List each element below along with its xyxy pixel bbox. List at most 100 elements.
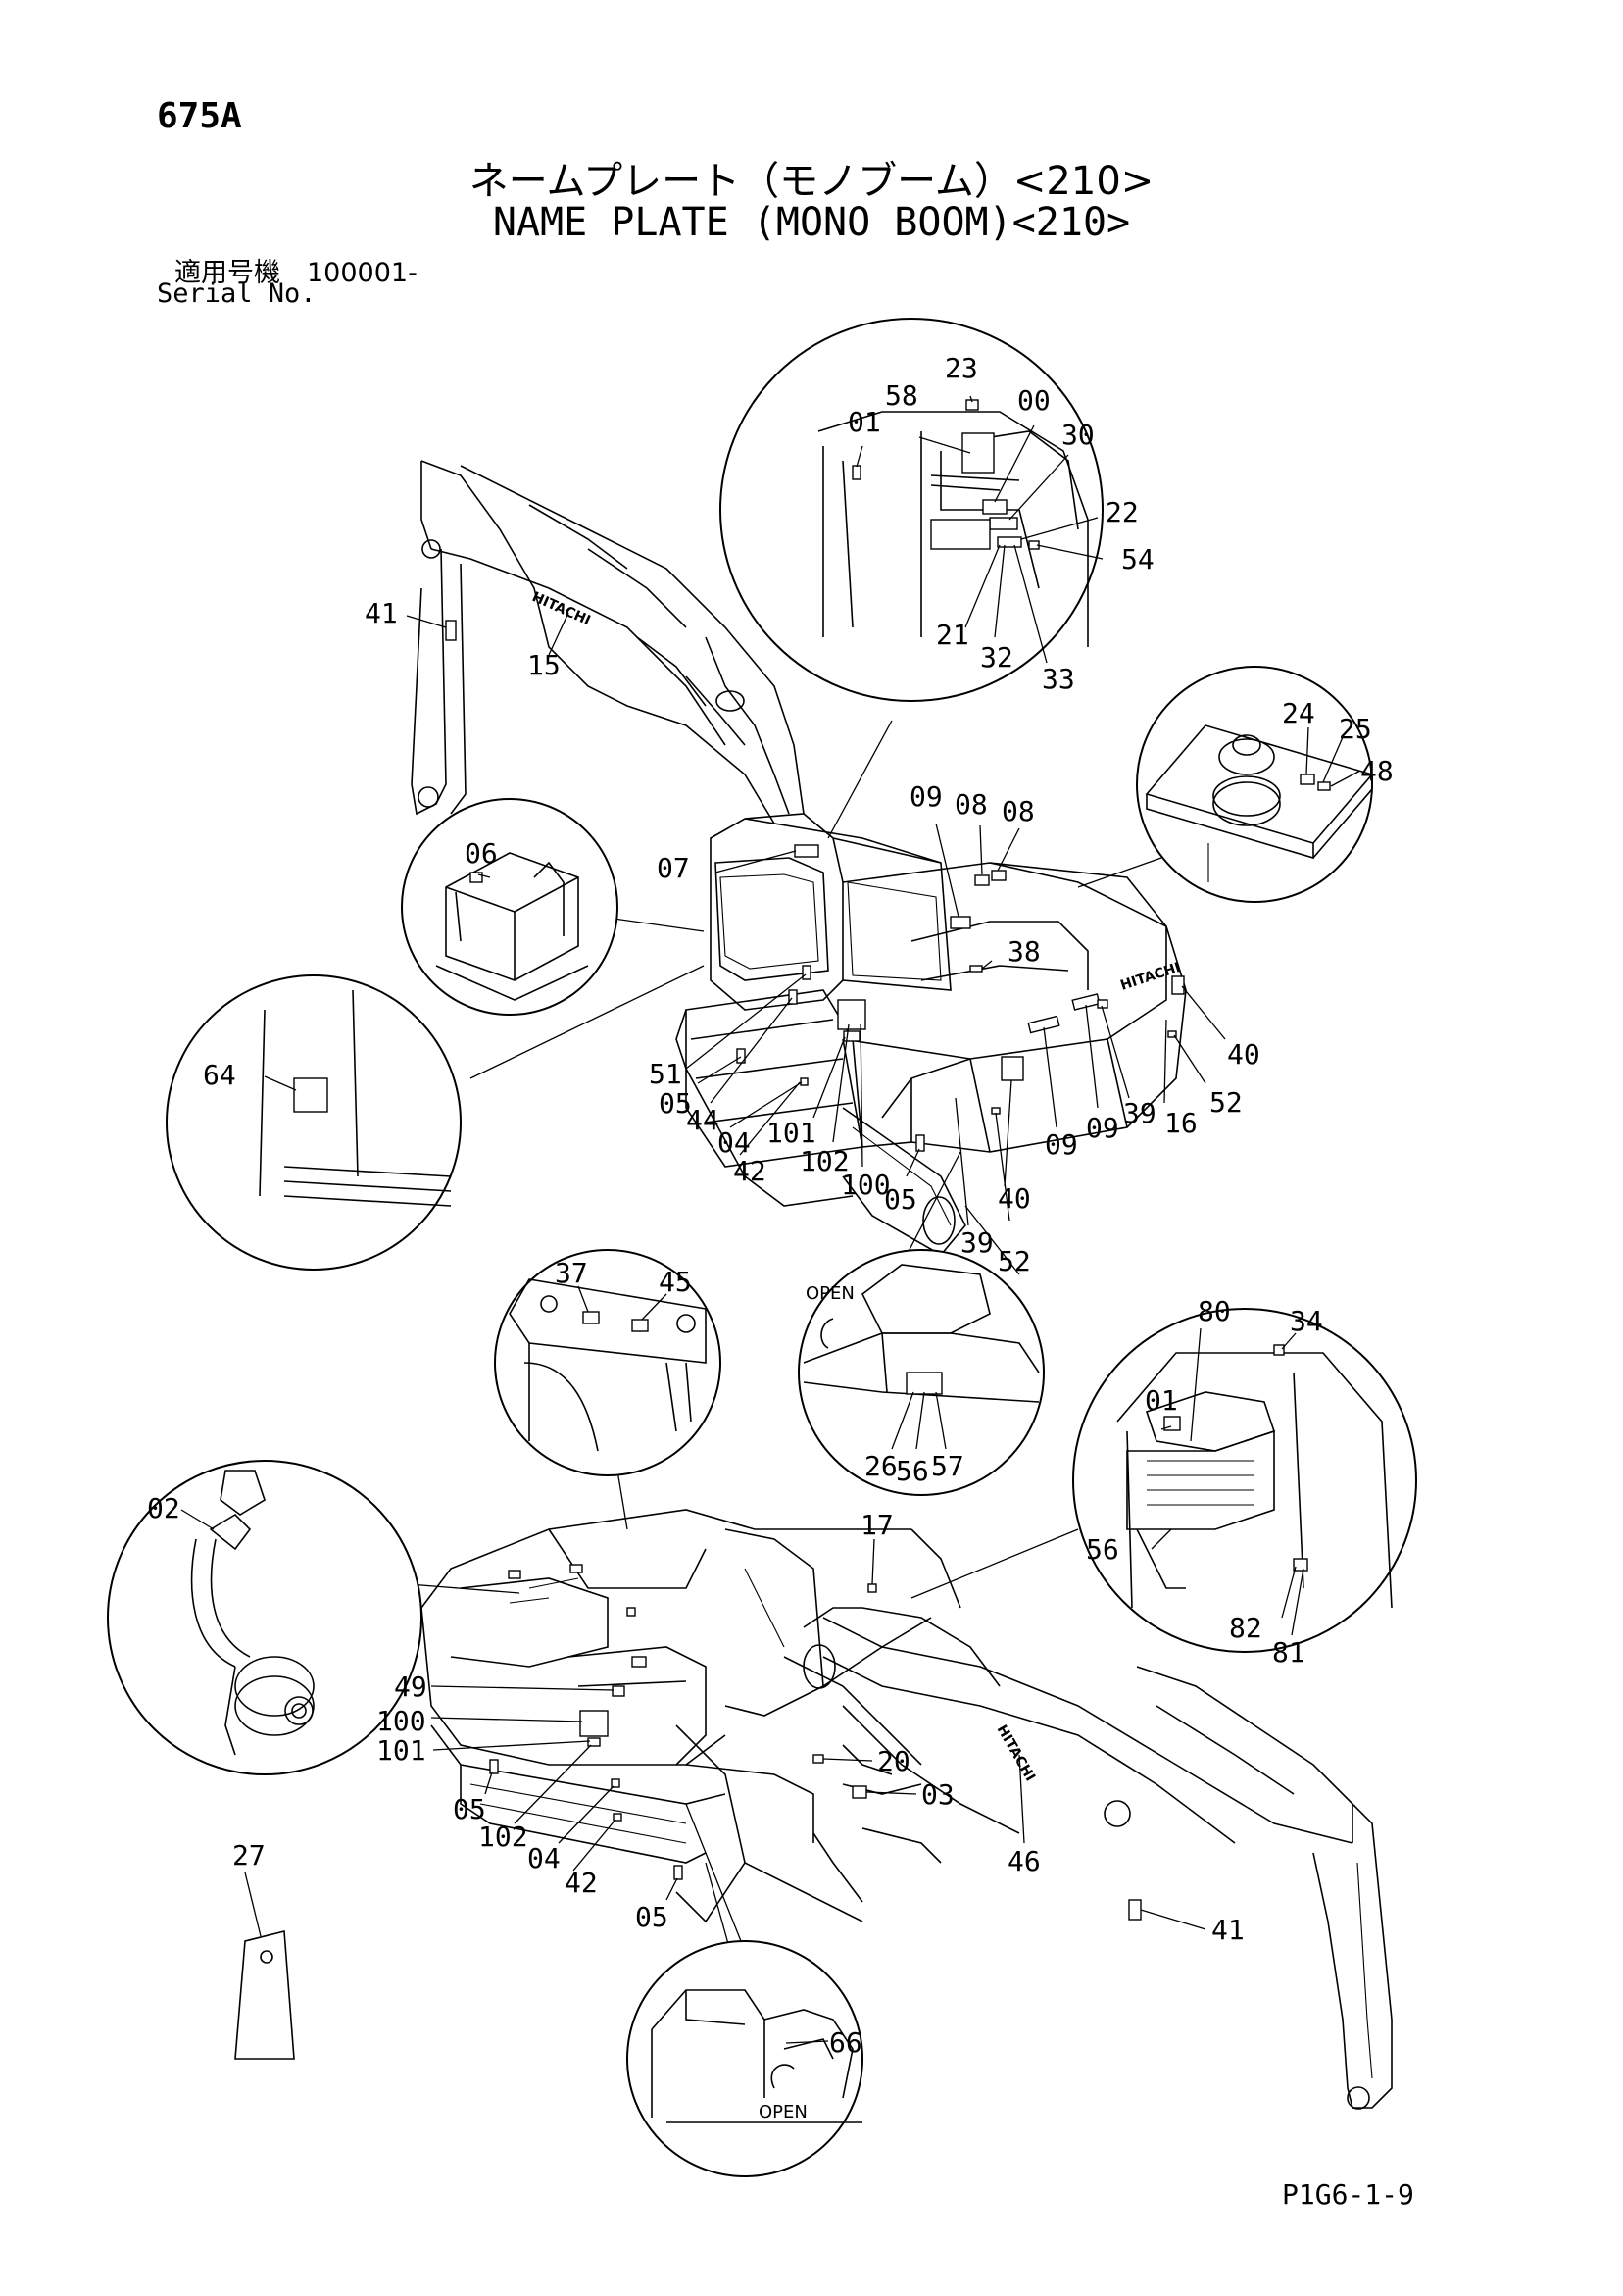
callout-41-lower: 41 bbox=[1211, 1914, 1245, 1946]
plate-20 bbox=[812, 1754, 824, 1764]
callout-23: 23 bbox=[945, 352, 978, 384]
plate-30 bbox=[989, 517, 1018, 530]
callout-01-seat: 01 bbox=[1145, 1384, 1178, 1417]
plate-00 bbox=[982, 499, 1008, 515]
callout-56-latch: 56 bbox=[896, 1455, 929, 1487]
callout-64: 64 bbox=[203, 1059, 236, 1091]
callout-32: 32 bbox=[980, 641, 1013, 674]
callout-06: 06 bbox=[465, 837, 498, 870]
plate-26-57 bbox=[906, 1372, 943, 1395]
callout-26: 26 bbox=[864, 1450, 898, 1482]
plate-49 bbox=[612, 1685, 625, 1697]
callout-04-lower: 04 bbox=[527, 1842, 561, 1874]
callout-49: 49 bbox=[394, 1671, 427, 1703]
plate-41-upper bbox=[445, 620, 457, 641]
plate-lower-top-b bbox=[569, 1564, 583, 1573]
callout-08-b: 08 bbox=[1002, 795, 1035, 827]
plate-52-upper bbox=[1167, 1030, 1177, 1038]
callout-101-upper: 101 bbox=[766, 1117, 816, 1149]
callout-33: 33 bbox=[1042, 663, 1075, 695]
detail-cab-interior bbox=[719, 318, 1104, 839]
plate-44 bbox=[788, 989, 798, 1005]
callout-52-upper: 52 bbox=[1209, 1086, 1243, 1119]
serial-label-english: Serial No. bbox=[157, 278, 317, 309]
plate-45 bbox=[631, 1319, 649, 1332]
callout-42-upper: 42 bbox=[733, 1155, 766, 1187]
monitor-panel bbox=[930, 519, 991, 550]
plate-24 bbox=[1300, 774, 1315, 785]
callout-03: 03 bbox=[921, 1778, 955, 1811]
open-label-hood: OPEN bbox=[759, 2102, 808, 2122]
plate-04-lower bbox=[611, 1778, 620, 1788]
callout-38: 38 bbox=[1008, 935, 1041, 968]
detail-air-cleaner bbox=[107, 1460, 520, 1775]
plate-41-lower bbox=[1128, 1899, 1142, 1921]
plate-38 bbox=[969, 965, 983, 973]
plate-05-lower-a bbox=[489, 1759, 499, 1774]
detail-cab-seat bbox=[910, 1308, 1417, 1653]
callout-16: 16 bbox=[1164, 1107, 1198, 1139]
leader-lines bbox=[180, 395, 1361, 2044]
plate-lower-top-d bbox=[631, 1656, 647, 1668]
callout-05-upper: 05 bbox=[659, 1087, 692, 1120]
callout-58: 58 bbox=[885, 379, 918, 412]
plate-42-upper bbox=[800, 1077, 809, 1086]
callout-22: 22 bbox=[1106, 496, 1139, 528]
callout-101-lower: 101 bbox=[376, 1734, 426, 1767]
callout-51: 51 bbox=[649, 1058, 682, 1090]
callout-82: 82 bbox=[1229, 1612, 1262, 1644]
callout-102-upper: 102 bbox=[800, 1145, 850, 1177]
callout-05-lower-b: 05 bbox=[635, 1901, 668, 1933]
callout-39-lower: 39 bbox=[960, 1226, 994, 1259]
callout-57: 57 bbox=[931, 1450, 964, 1482]
callout-66: 66 bbox=[829, 2026, 862, 2059]
plate-09-side-b bbox=[1071, 993, 1101, 1011]
plate-08a bbox=[974, 874, 990, 886]
callout-80: 80 bbox=[1198, 1295, 1231, 1327]
callout-09-cab: 09 bbox=[910, 780, 943, 813]
plate-07 bbox=[794, 844, 819, 858]
plate-21-32 bbox=[997, 536, 1022, 548]
callout-45: 45 bbox=[659, 1266, 692, 1298]
callout-37: 37 bbox=[555, 1257, 588, 1289]
callout-numbers: 58 23 00 01 30 22 54 21 32 33 41 15 24 2… bbox=[147, 352, 1394, 2059]
plate-25-48 bbox=[1317, 781, 1331, 791]
callout-04-upper: 04 bbox=[717, 1126, 751, 1159]
detail-fuse-box bbox=[494, 1249, 721, 1530]
callout-52-lower: 52 bbox=[998, 1245, 1031, 1277]
callout-02: 02 bbox=[147, 1492, 180, 1524]
page-title-japanese: ネームプレート（モノブーム）<210> bbox=[468, 159, 1155, 204]
callout-44: 44 bbox=[686, 1104, 719, 1136]
plate-101-lower bbox=[587, 1737, 601, 1747]
callout-07: 07 bbox=[657, 852, 690, 884]
plate-34 bbox=[1273, 1344, 1285, 1356]
plate-40-upper bbox=[1171, 975, 1185, 995]
detail-engine-hood bbox=[626, 1803, 863, 2177]
plate-lower-top-a bbox=[508, 1570, 521, 1579]
plate-17 bbox=[867, 1583, 877, 1593]
callout-81: 81 bbox=[1272, 1636, 1305, 1669]
plate-05-track bbox=[915, 1134, 925, 1152]
callout-56-seat: 56 bbox=[1086, 1533, 1119, 1566]
plate-102-100 bbox=[837, 999, 866, 1030]
detail-door-sticker bbox=[166, 965, 705, 1271]
callout-40-upper: 40 bbox=[1227, 1038, 1260, 1071]
callout-17: 17 bbox=[861, 1509, 894, 1541]
callout-08-a: 08 bbox=[955, 788, 988, 821]
callout-09-side-b: 09 bbox=[1086, 1112, 1119, 1144]
callout-24: 24 bbox=[1282, 697, 1315, 729]
plate-39-upper bbox=[1097, 999, 1108, 1009]
detail-hood-latch bbox=[798, 1151, 1045, 1496]
callout-27: 27 bbox=[232, 1839, 266, 1872]
callout-00: 00 bbox=[1017, 384, 1051, 417]
callout-05-track: 05 bbox=[884, 1183, 917, 1216]
plate-37 bbox=[582, 1311, 600, 1324]
plate-64 bbox=[293, 1077, 328, 1113]
callout-30: 30 bbox=[1061, 419, 1095, 451]
plate-100-lower bbox=[579, 1710, 609, 1737]
callout-01-cab: 01 bbox=[848, 406, 881, 438]
plate-42-lower bbox=[613, 1813, 622, 1822]
plate-08b bbox=[991, 870, 1007, 881]
plate-40-lower bbox=[1001, 1056, 1024, 1081]
